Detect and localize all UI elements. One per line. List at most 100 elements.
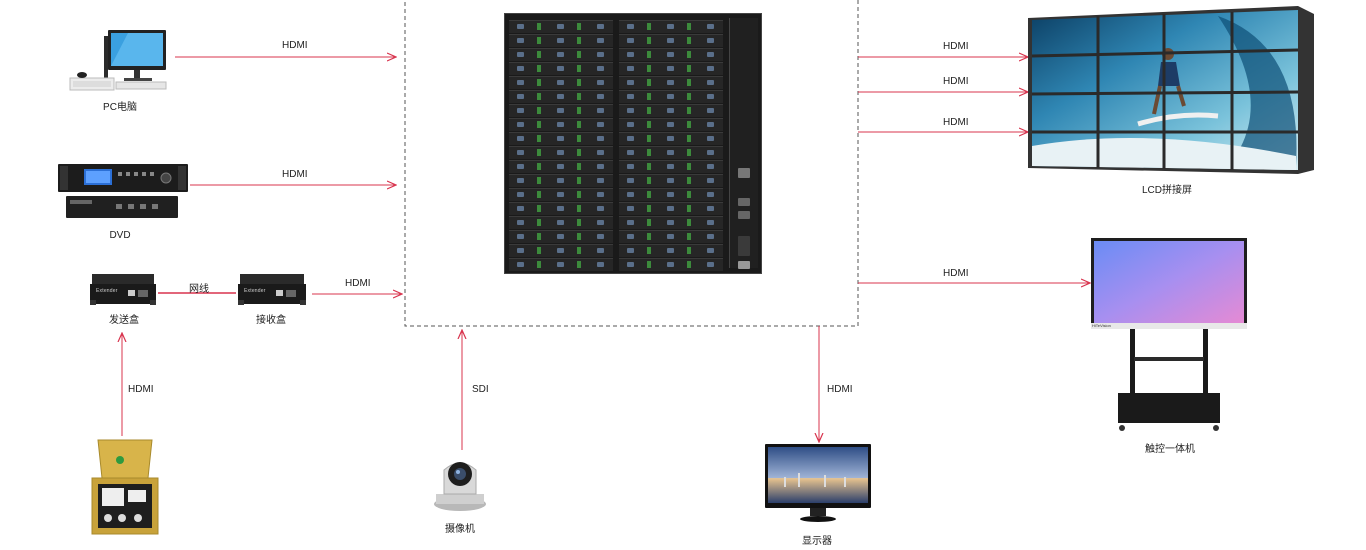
io-port [667, 66, 674, 71]
io-port [557, 80, 564, 85]
io-card-slot [509, 230, 613, 243]
io-port [597, 150, 604, 155]
io-port [627, 24, 634, 29]
control-panel [729, 18, 758, 269]
monitor-device [764, 443, 872, 525]
io-port [687, 163, 691, 170]
io-port [687, 219, 691, 226]
io-port [557, 122, 564, 127]
pc-device [68, 28, 168, 93]
io-port [687, 247, 691, 254]
link-label-camera: SDI [472, 384, 489, 395]
io-port [517, 164, 524, 169]
io-port [627, 66, 634, 71]
io-port [647, 65, 651, 72]
io-port [647, 261, 651, 268]
io-port [647, 37, 651, 44]
io-port [557, 108, 564, 113]
io-port [687, 79, 691, 86]
io-port [577, 177, 581, 184]
io-port [577, 93, 581, 100]
io-port [627, 248, 634, 253]
io-port [627, 38, 634, 43]
io-port [577, 261, 581, 268]
io-port [707, 136, 714, 141]
io-port [577, 191, 581, 198]
caption-dvd: DVD [109, 230, 131, 241]
io-port [577, 65, 581, 72]
io-card-slot [619, 216, 723, 229]
link-label-lcd-2: HDMI [943, 76, 969, 87]
io-port [537, 205, 541, 212]
io-port [597, 248, 604, 253]
io-port [537, 163, 541, 170]
link-label-lcd-1: HDMI [943, 41, 969, 52]
io-port [707, 38, 714, 43]
dvd-device [56, 160, 191, 222]
io-card-slot [619, 34, 723, 47]
io-port [597, 38, 604, 43]
io-port [517, 262, 524, 267]
io-port [557, 52, 564, 57]
io-port [667, 24, 674, 29]
io-port [517, 220, 524, 225]
io-card-slot [509, 244, 613, 257]
io-port [537, 233, 541, 240]
io-port [627, 150, 634, 155]
io-port [597, 52, 604, 57]
io-port [647, 191, 651, 198]
link-label-socket: HDMI [128, 384, 154, 395]
io-port [667, 150, 674, 155]
io-port [537, 135, 541, 142]
io-port [517, 66, 524, 71]
io-card-slot [509, 202, 613, 215]
link-label-monitor: HDMI [827, 384, 853, 395]
io-port [517, 234, 524, 239]
control-connector [738, 168, 750, 178]
io-port [517, 80, 524, 85]
caption-receiver: 接收盒 [256, 315, 286, 326]
io-card-slot [619, 76, 723, 89]
receiver-box: Extender [236, 270, 308, 308]
io-port [707, 220, 714, 225]
touch-brand-text: HiTeVision [1092, 323, 1111, 328]
io-port [537, 219, 541, 226]
io-card-slot [619, 174, 723, 187]
io-port [557, 178, 564, 183]
io-port [687, 149, 691, 156]
io-card-slot [509, 118, 613, 131]
lcd-video-wall [1028, 6, 1314, 174]
io-port [647, 107, 651, 114]
io-port [707, 248, 714, 253]
io-port [597, 108, 604, 113]
io-port [557, 192, 564, 197]
io-port [627, 80, 634, 85]
io-port [687, 191, 691, 198]
link-label-touch: HDMI [943, 268, 969, 279]
io-card-slot [509, 20, 613, 33]
extender-receiver-icon [238, 274, 306, 305]
io-card-slot [509, 76, 613, 89]
io-port [517, 150, 524, 155]
io-port [557, 136, 564, 141]
floor-socket-device [90, 438, 160, 536]
io-port [687, 93, 691, 100]
io-port [517, 38, 524, 43]
io-port [557, 150, 564, 155]
io-port [667, 192, 674, 197]
caption-sender: 发送盒 [109, 315, 139, 326]
io-port [667, 136, 674, 141]
io-port [647, 23, 651, 30]
io-card-slot [619, 230, 723, 243]
io-card-slot [509, 188, 613, 201]
io-port [557, 220, 564, 225]
io-port [707, 94, 714, 99]
io-port [687, 261, 691, 268]
dvd-player-icon [58, 164, 188, 218]
io-port [517, 24, 524, 29]
io-port [687, 65, 691, 72]
camera-device [430, 452, 490, 514]
io-port [517, 206, 524, 211]
io-card-slot [619, 244, 723, 257]
